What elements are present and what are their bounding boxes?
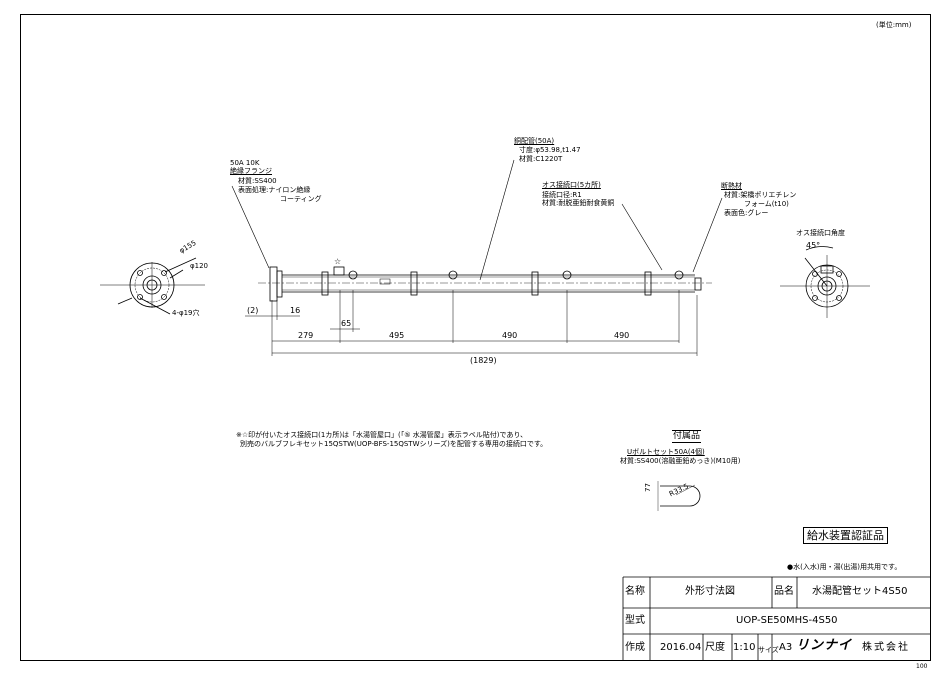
left-view-pcd: φ120	[190, 262, 208, 270]
note-line-1: ※☆印が付いたオス接続口(1カ所)は「水湯管屋口」(「⑤ 水湯管屋」表示ラベル貼…	[236, 431, 528, 439]
tb-created-label: 作成	[625, 642, 645, 653]
tb-model-value: UOP-SE50MHS-4S50	[736, 615, 838, 626]
tb-scale-value: 1:10	[733, 642, 756, 653]
pipe-callout-material: 材質:C1220T	[519, 155, 563, 163]
insulation-callout-name: 断熱材	[721, 182, 742, 190]
flange-callout-name: 絶縁フランジ	[230, 167, 272, 175]
left-view-holes: 4-φ19穴	[172, 309, 200, 317]
dim-total: (1829)	[470, 356, 497, 365]
flange-callout-material: 材質:SS400	[238, 177, 277, 185]
accessory-dim-a: 77	[644, 483, 652, 492]
tb-name-value: 外形寸法図	[685, 586, 735, 597]
insulation-callout-foam: フォーム(t10)	[744, 200, 789, 208]
tb-model-label: 型式	[625, 615, 645, 626]
u-bolt-drawing	[657, 481, 701, 511]
dim-490-b: 490	[614, 331, 630, 340]
flange-callout-size: 50A 10K	[230, 159, 260, 167]
pipe-callout-name: 銅配管(50A)	[514, 137, 555, 145]
accessory-item: Uボルトセット50A(4個)	[627, 448, 705, 456]
pipe-side-view	[258, 266, 712, 302]
note-line-2: 別売のバルブフレキセット15QSTW(UOP-BFS-15QSTWシリーズ)を配…	[240, 440, 548, 448]
left-end-view	[100, 257, 205, 315]
drawing-frame	[20, 14, 931, 661]
tb-size-value: A3	[779, 642, 793, 653]
port-angle-label: オス接続口角度	[796, 229, 845, 237]
star-mark: ☆	[334, 257, 342, 266]
accessory-material: 材質:SS400(溶融亜鉛めっき)(M10用)	[620, 457, 741, 465]
unit-label: (単位:mm)	[876, 21, 912, 29]
leader-lines	[231, 159, 723, 281]
insulation-callout-color: 表面色:グレー	[724, 209, 769, 217]
title-block-grid	[622, 576, 931, 661]
flange-callout-surface: 表面処理:ナイロン絶縁	[238, 186, 311, 194]
page-number: 100	[916, 663, 928, 670]
dim-490-a: 490	[502, 331, 518, 340]
tb-created-value: 2016.04	[660, 642, 702, 653]
tb-product-label: 品名	[774, 586, 794, 597]
dimension-lines	[245, 290, 698, 356]
brand-logo: リンナイ	[796, 638, 853, 653]
tb-name-label: 名称	[625, 586, 645, 597]
accessory-title: 付属品	[672, 430, 702, 443]
certification-label: 給水装置認証品	[803, 527, 888, 544]
right-end-view	[780, 246, 870, 318]
port-callout-diameter: 接続口径:R1	[542, 191, 582, 199]
insulation-callout-material: 材質:架橋ポリエチレン	[724, 191, 797, 199]
pipe-callout-size: 寸度:φ53.98,t1.47	[519, 146, 581, 154]
company-suffix: 株式会社	[862, 642, 910, 653]
port-callout-material: 材質:耐脱亜鉛耐食黄銅	[542, 199, 615, 207]
usage-note: ●水(入水)用・湯(出湯)用共用です。	[787, 563, 902, 571]
tb-scale-label: 尺度	[705, 642, 725, 653]
port-callout-name: オス接続口(5カ所)	[542, 181, 601, 189]
dim-495: 495	[389, 331, 405, 340]
flange-callout-coating: コーティング	[280, 195, 322, 203]
dim-279: 279	[298, 331, 314, 340]
dim-16: 16	[290, 306, 301, 315]
tb-product-value: 水湯配管セット4S50	[812, 586, 908, 597]
dim-65: 65	[341, 319, 352, 328]
dim-2: (2)	[247, 306, 259, 315]
port-angle-value: 45°	[806, 241, 821, 250]
tb-size-label: サイズ	[758, 646, 779, 654]
